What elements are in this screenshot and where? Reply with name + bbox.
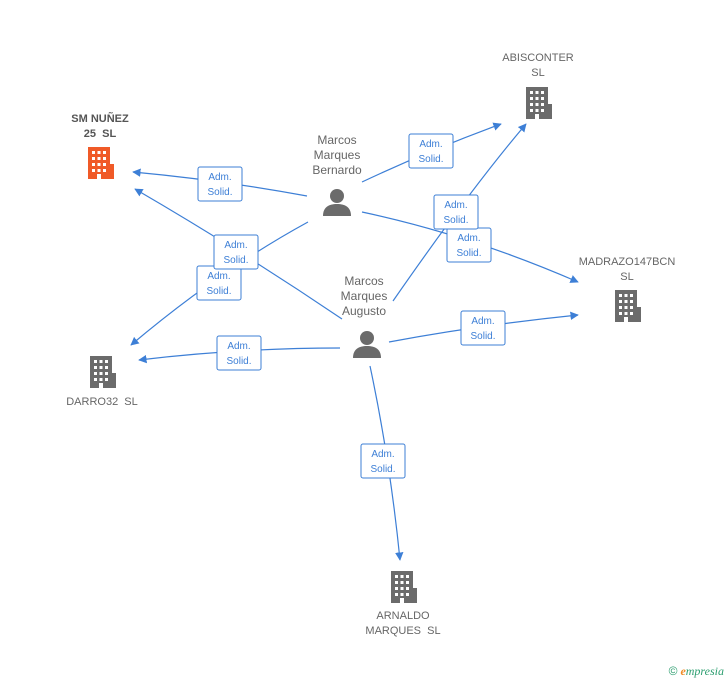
edge-label-text: Solid. [443,215,468,226]
edge-label-text: Adm. [457,233,480,244]
edge-label-text: Solid. [226,356,251,367]
company-building-icon[interactable] [387,570,421,609]
company-name-line: ARNALDO [376,610,430,622]
company-name-line: MADRAZO147BCN [578,256,676,268]
company-name-line: SL [531,67,545,79]
empresia-watermark: ©empresia [669,664,724,679]
edge-label-text: Solid. [470,331,495,342]
edge-label-bernardo-sm: Adm. Solid. [197,166,243,202]
edge-label-text: Adm. [444,200,467,211]
company-name-sm[interactable]: SM NUÑEZ 25 SL [71,112,128,142]
edge-label-text: Solid. [223,255,248,266]
edge-label-text: Adm. [227,341,250,352]
edge-label-text: Adm. [371,449,394,460]
copyright-symbol: © [668,664,678,678]
brand-name: mpresia [685,664,724,678]
brand-initial: e [680,664,686,678]
edge-label-box [216,335,262,371]
edge-label-text: Adm. [471,316,494,327]
company-name-line: SM NUÑEZ [71,113,129,125]
company-name-line: MARQUES SL [365,625,441,637]
company-name-darro[interactable]: DARRO32 SL [66,395,138,410]
edge-label-bernardo-darro: Adm. Solid. [196,265,242,301]
company-name-madr[interactable]: MADRAZO147BCN SL [579,255,676,285]
person-name-line: Marcos [317,133,357,147]
edge-label-box [360,443,406,479]
edge-label-box [460,310,506,346]
person-name-line: Marques [340,289,388,303]
edge-label-text: Solid. [207,187,232,198]
company-building-icon[interactable] [86,355,120,394]
company-building-icon[interactable] [522,86,556,125]
person-icon[interactable] [322,187,352,222]
person-name-line: Augusto [341,304,387,318]
edge-label-augusto-madr: Adm. Solid. [460,310,506,346]
edge-label-text: Adm. [208,172,231,183]
company-name-abis[interactable]: ABISCONTER SL [502,51,574,81]
edge-label-text: Solid. [370,464,395,475]
edge-label-box [197,166,243,202]
edge-label-text: Solid. [456,248,481,259]
edge-label-box [433,194,479,230]
edge-label-box [213,234,259,270]
edge-label-text: Solid. [418,154,443,165]
edge-label-text: Adm. [224,240,247,251]
person-name-line: Marcos [344,274,384,288]
edge-label-bernardo-madr: Adm. Solid. [446,227,492,263]
edge-label-augusto-abis: Adm. Solid. [433,194,479,230]
person-name-line: Bernardo [312,163,362,177]
company-name-line: ABISCONTER [502,52,574,64]
company-name-arn[interactable]: ARNALDO MARQUES SL [365,609,440,639]
company-name-line: 25 SL [83,128,117,140]
company-building-icon[interactable] [611,289,645,328]
company-building-icon[interactable] [84,146,118,185]
edge-label-bernardo-abis: Adm. Solid. [408,133,454,169]
company-name-line: DARRO32 SL [66,396,138,408]
edge-label-augusto-sm: Adm. Solid. [213,234,259,270]
company-name-line: SL [620,271,634,283]
edge-label-augusto-arn: Adm. Solid. [360,443,406,479]
edge-label-text: Solid. [206,286,231,297]
edge-label-augusto-darro: Adm. Solid. [216,335,262,371]
person-icon[interactable] [352,329,382,364]
edge-label-box [408,133,454,169]
edge-label-text: Adm. [419,139,442,150]
edge-label-text: Adm. [207,271,230,282]
person-name-line: Marques [313,148,361,162]
